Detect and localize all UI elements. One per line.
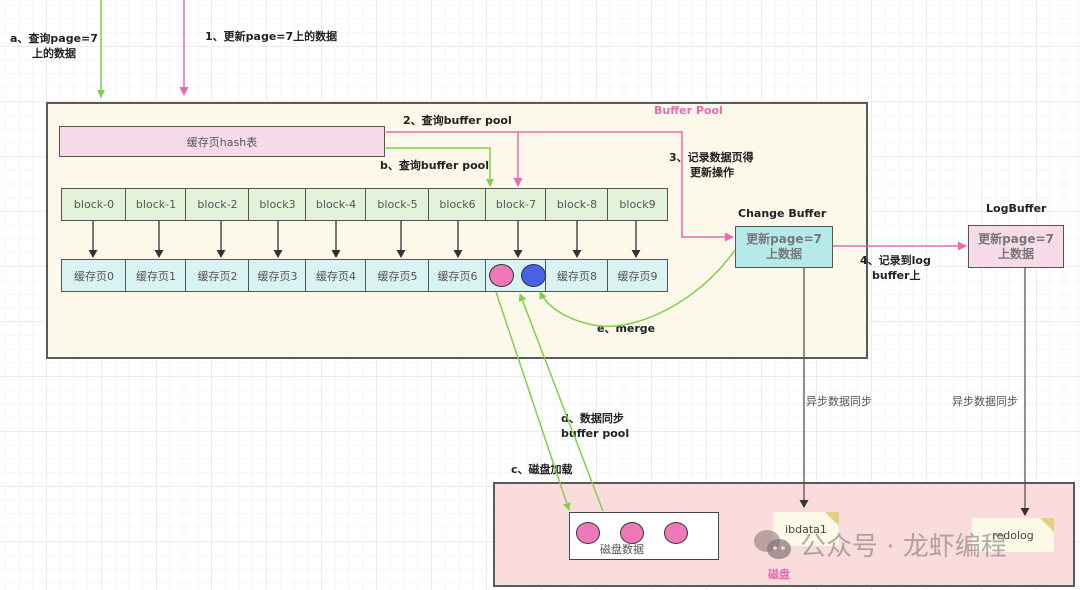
label-step4-line2: buffer上 bbox=[872, 269, 921, 282]
page-data-blue-circle bbox=[521, 264, 546, 287]
log-buffer-line2: 上数据 bbox=[997, 246, 1034, 261]
arrow-c-disk-load bbox=[495, 291, 571, 511]
redolog-file: redolog bbox=[972, 518, 1054, 552]
cache-page-cell: 缓存页5 bbox=[365, 259, 430, 292]
label-step1: 1、更新page=7上的数据 bbox=[205, 30, 338, 43]
label-step3-line1: 3、记录数据页得 bbox=[669, 151, 754, 164]
disk-record-circle bbox=[576, 522, 600, 544]
label-step-d-line1: d、数据同步 bbox=[561, 412, 624, 425]
arrow-e-merge bbox=[539, 249, 736, 328]
change-buffer-line1: 更新page=7 bbox=[746, 232, 822, 246]
cache-page-cell: 缓存页1 bbox=[125, 259, 187, 292]
arrow-step3-record bbox=[386, 131, 734, 242]
cache-page-cell: 缓存页0 bbox=[61, 259, 127, 292]
label-step-b: b、查询buffer pool bbox=[380, 159, 489, 172]
log-buffer-box: 更新page=7 上数据 bbox=[968, 225, 1064, 268]
ibdata-label: ibdata1 bbox=[785, 522, 827, 536]
label-step-d-line2: buffer pool bbox=[561, 427, 630, 440]
arrow-d-sync bbox=[518, 293, 604, 512]
block-cell: block-5 bbox=[365, 188, 430, 221]
wechat-icon bbox=[754, 529, 791, 559]
block-cell: block-2 bbox=[185, 188, 250, 221]
block-cell: block9 bbox=[607, 188, 668, 221]
label-step2: 2、查询buffer pool bbox=[403, 114, 512, 127]
label-a-query-2: 上的数据 bbox=[32, 47, 76, 60]
log-buffer-line1: 更新page=7 bbox=[978, 231, 1054, 246]
cache-page-cell: 缓存页3 bbox=[248, 259, 307, 292]
change-buffer-box: 更新page=7 上数据 bbox=[735, 226, 833, 268]
disk-record-circle bbox=[664, 522, 688, 544]
label-async-sync-1: 异步数据同步 bbox=[806, 395, 872, 408]
watermark-text: 公众号 · 龙虾编程 bbox=[800, 532, 1007, 562]
arrow-b-query bbox=[386, 147, 494, 187]
disk-record-circle bbox=[620, 522, 644, 544]
block-cell: block-8 bbox=[545, 188, 609, 221]
disk-data-label: 磁盘数据 bbox=[600, 543, 644, 556]
cache-page-cell: 缓存页9 bbox=[607, 259, 668, 292]
label-step3-line2: 更新操作 bbox=[690, 166, 734, 179]
file-fold-icon bbox=[825, 512, 839, 526]
log-buffer-title: LogBuffer bbox=[986, 202, 1047, 215]
file-fold-icon bbox=[1040, 518, 1054, 532]
block-cell: block3 bbox=[248, 188, 307, 221]
label-a-query: a、查询page=7 bbox=[10, 32, 98, 45]
label-async-sync-2: 异步数据同步 bbox=[952, 395, 1018, 408]
change-buffer-line2: 上数据 bbox=[765, 247, 802, 261]
disk-title: 磁盘 bbox=[768, 568, 790, 581]
page-data-pink-circle bbox=[489, 264, 514, 287]
cache-page-cell: 缓存页8 bbox=[545, 259, 609, 292]
cache-page-cell: 缓存页4 bbox=[305, 259, 367, 292]
redolog-label: redolog bbox=[992, 528, 1034, 542]
block-cell: block-4 bbox=[305, 188, 367, 221]
block-to-page-arrows bbox=[88, 221, 641, 258]
label-step-e: e、merge bbox=[597, 322, 656, 335]
block-cell: block6 bbox=[428, 188, 487, 221]
label-step4-line1: 4、记录到log bbox=[860, 254, 931, 267]
cache-page-cell: 缓存页6 bbox=[428, 259, 487, 292]
change-buffer-title: Change Buffer bbox=[738, 207, 827, 220]
watermark: 公众号 · 龙虾编程 bbox=[752, 526, 1007, 563]
block-cell: block-0 bbox=[61, 188, 127, 221]
ibdata-file: ibdata1 bbox=[773, 512, 839, 546]
disk-data-box: 磁盘数据 bbox=[569, 512, 719, 560]
block-cell: block-7 bbox=[485, 188, 547, 221]
buffer-pool-title: Buffer Pool bbox=[654, 104, 723, 117]
hash-table: 缓存页hash表 bbox=[59, 126, 385, 157]
